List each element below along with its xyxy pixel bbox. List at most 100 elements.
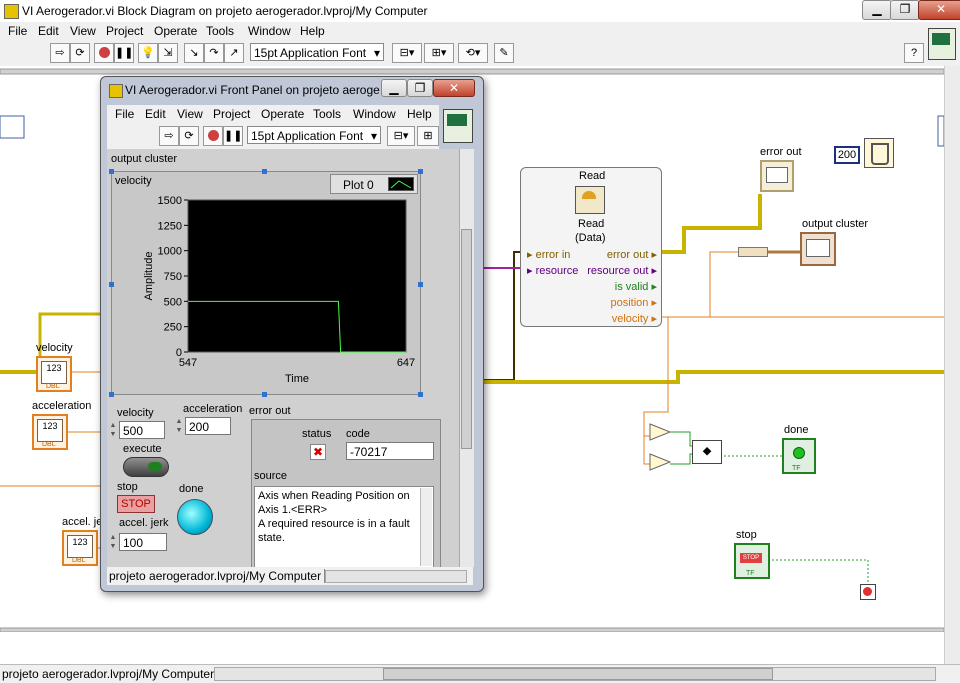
step-out-icon[interactable]: ↗ bbox=[224, 43, 244, 63]
acceleration-input[interactable]: 200 bbox=[185, 417, 231, 435]
clean-up-diagram-icon[interactable]: ✎ bbox=[494, 43, 514, 63]
context-help-icon[interactable]: ? bbox=[904, 43, 924, 63]
diagram-vertical-scrollbar[interactable] bbox=[944, 66, 960, 666]
velocity-wire[interactable] bbox=[643, 317, 669, 437]
velocity-control-terminal[interactable]: 123 DBL bbox=[36, 356, 72, 392]
accel-jerk-control-terminal[interactable]: 123 DBL bbox=[62, 530, 98, 566]
error-out-wire[interactable] bbox=[660, 194, 762, 254]
menu-view[interactable]: View bbox=[70, 24, 96, 38]
menu-file[interactable]: File bbox=[8, 24, 28, 38]
output-error-out[interactable]: error out ▸ bbox=[606, 249, 657, 261]
fp-menu-file[interactable]: File bbox=[115, 107, 135, 121]
selection-handle[interactable] bbox=[109, 282, 114, 287]
selection-handle[interactable] bbox=[109, 392, 114, 397]
fp-maximize-button[interactable]: ❐ bbox=[407, 79, 433, 97]
minimize-button[interactable]: ▁ bbox=[862, 0, 892, 20]
source-scrollbar[interactable] bbox=[420, 488, 432, 566]
run-arrow-icon[interactable]: ⇨ bbox=[159, 126, 179, 146]
menu-operate[interactable]: Operate bbox=[154, 24, 198, 38]
accel-jerk-input[interactable]: 100 bbox=[119, 533, 167, 551]
align-objects-icon[interactable]: ⊟▾ bbox=[392, 43, 422, 63]
output-is-valid[interactable]: is valid ▸ bbox=[614, 281, 657, 293]
velocity-input[interactable]: 500 bbox=[119, 421, 165, 439]
error-out-terminal[interactable] bbox=[760, 160, 794, 192]
selection-handle[interactable] bbox=[418, 392, 423, 397]
velocity-wire[interactable] bbox=[709, 251, 738, 317]
error-wire[interactable] bbox=[482, 370, 944, 384]
pause-icon[interactable]: ❚❚ bbox=[114, 43, 134, 63]
fp-menu-window[interactable]: Window bbox=[353, 107, 396, 121]
bundle-node[interactable] bbox=[738, 247, 768, 257]
comparison-nodes[interactable] bbox=[648, 422, 672, 472]
fp-font-select[interactable]: 15pt Application Font ▾ bbox=[247, 126, 381, 144]
velocity-wire[interactable] bbox=[643, 436, 650, 465]
front-panel-window[interactable]: VI Aerogerador.vi Front Panel on projeto… bbox=[100, 76, 484, 592]
run-continuously-icon[interactable]: ⟳ bbox=[70, 43, 90, 63]
font-select[interactable]: 15pt Application Font ▾ bbox=[250, 43, 384, 61]
loop-condition-terminal[interactable] bbox=[860, 584, 876, 600]
fp-close-button[interactable]: ✕ bbox=[433, 79, 475, 97]
close-button[interactable]: ✕ bbox=[918, 0, 960, 20]
selection-handle[interactable] bbox=[109, 169, 114, 174]
fp-vi-icon[interactable] bbox=[443, 109, 473, 143]
reorder-icon[interactable]: ⟲▾ bbox=[458, 43, 488, 63]
right-terminal-fragment[interactable] bbox=[937, 115, 944, 147]
error-wire[interactable] bbox=[38, 312, 100, 372]
highlight-execution-icon[interactable]: 💡 bbox=[138, 43, 158, 63]
distribute-objects-icon[interactable]: ⊞▾ bbox=[424, 43, 454, 63]
selection-handle[interactable] bbox=[262, 169, 267, 174]
menu-help[interactable]: Help bbox=[300, 24, 325, 38]
fp-menu-tools[interactable]: Tools bbox=[313, 107, 342, 121]
fp-menu-help[interactable]: Help bbox=[407, 107, 432, 121]
selection-handle[interactable] bbox=[418, 282, 423, 287]
run-arrow-icon[interactable]: ⇨ bbox=[50, 43, 70, 63]
output-position[interactable]: position ▸ bbox=[610, 297, 658, 309]
read-data-node[interactable]: Read Read (Data) ▸ error in ▸ resource e… bbox=[520, 167, 662, 327]
diagram-horizontal-scrollbar[interactable] bbox=[214, 667, 936, 681]
bool-wire[interactable] bbox=[670, 453, 692, 465]
abort-icon[interactable] bbox=[94, 43, 114, 63]
pause-icon[interactable]: ❚❚ bbox=[223, 126, 243, 146]
or-gate-node[interactable]: ⯁ bbox=[692, 440, 722, 464]
fp-menu-project[interactable]: Project bbox=[213, 107, 251, 121]
acceleration-spinner[interactable]: ▲▼ bbox=[175, 418, 183, 434]
stop-control-terminal[interactable]: STOP TF bbox=[734, 543, 770, 579]
left-terminal-fragment[interactable] bbox=[0, 115, 25, 139]
stop-wire[interactable] bbox=[768, 559, 869, 584]
menu-project[interactable]: Project bbox=[106, 24, 144, 38]
selection-handle[interactable] bbox=[418, 169, 423, 174]
step-over-icon[interactable]: ↷ bbox=[204, 43, 224, 63]
menu-edit[interactable]: Edit bbox=[38, 24, 59, 38]
plot-legend[interactable]: Plot 0 bbox=[330, 174, 418, 194]
align-objects-icon[interactable]: ⊟▾ bbox=[387, 126, 415, 146]
bool-wire[interactable] bbox=[670, 431, 692, 447]
wait-ms-constant[interactable]: 200 bbox=[834, 146, 860, 164]
distribute-objects-icon[interactable]: ⊞ bbox=[417, 126, 439, 146]
step-into-icon[interactable]: ↘ bbox=[184, 43, 204, 63]
fp-menu-operate[interactable]: Operate bbox=[261, 107, 305, 121]
wait-timer-icon[interactable] bbox=[864, 138, 894, 168]
fp-menu-edit[interactable]: Edit bbox=[145, 107, 166, 121]
abort-icon[interactable] bbox=[203, 126, 223, 146]
output-resource-out[interactable]: resource out ▸ bbox=[587, 265, 657, 277]
fp-vertical-scrollbar[interactable] bbox=[459, 149, 474, 567]
accel-jerk-spinner[interactable]: ▲▼ bbox=[109, 534, 117, 550]
output-velocity[interactable]: velocity ▸ bbox=[611, 313, 657, 325]
execute-toggle[interactable] bbox=[123, 457, 169, 477]
fp-minimize-button[interactable]: ▁ bbox=[381, 79, 407, 97]
output-cluster-terminal[interactable] bbox=[800, 232, 836, 266]
selection-handle[interactable] bbox=[262, 392, 267, 397]
menu-window[interactable]: Window bbox=[248, 24, 291, 38]
less-than-node[interactable] bbox=[649, 453, 672, 471]
vi-icon[interactable] bbox=[928, 28, 956, 60]
scrollbar-thumb[interactable] bbox=[461, 229, 472, 449]
maximize-button[interactable]: ❐ bbox=[890, 0, 920, 20]
acceleration-control-terminal[interactable]: 123 DBL bbox=[32, 414, 68, 450]
greater-than-node[interactable] bbox=[649, 423, 672, 441]
input-error-in[interactable]: ▸ error in bbox=[527, 249, 571, 261]
velocity-spinner[interactable]: ▲▼ bbox=[109, 422, 117, 438]
fp-horizontal-scrollbar[interactable] bbox=[325, 570, 467, 583]
error-wire[interactable] bbox=[482, 251, 520, 381]
